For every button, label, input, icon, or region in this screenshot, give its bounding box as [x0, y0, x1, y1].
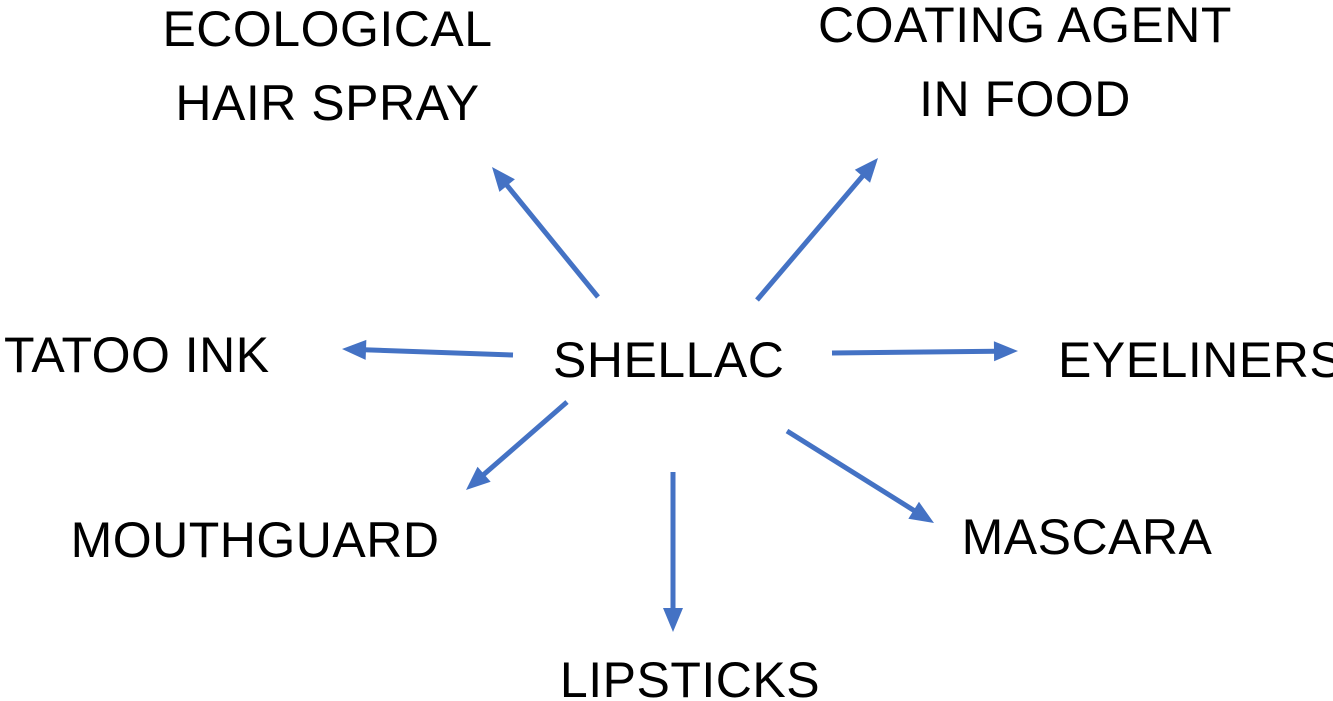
arrow-to-tatoo — [342, 339, 514, 360]
arrow-to-mascara — [785, 428, 934, 523]
node-tatoo-ink: TATOO INK — [0, 318, 294, 392]
center-label: SHELLAC — [553, 332, 785, 388]
node-line: MOUTHGUARD — [70, 512, 440, 568]
arrow-to-mouthguard-head — [466, 466, 491, 490]
node-line: COATING AGENT — [818, 0, 1232, 53]
arrow-to-mouthguard-shaft — [480, 400, 569, 478]
arrow-to-mascara-shaft — [785, 428, 917, 514]
node-line: IN FOOD — [919, 71, 1131, 127]
arrow-to-lipsticks — [663, 472, 683, 632]
arrow-to-coating-shaft — [755, 173, 866, 302]
arrow-to-hair-spray-shaft — [503, 182, 600, 299]
node-line: TATOO INK — [4, 327, 270, 383]
arrow-to-hair-spray-head — [492, 167, 515, 192]
arrow-to-eyeliners-head — [993, 341, 1018, 362]
arrow-to-hair-spray — [492, 167, 600, 299]
center-node-shellac: SHELLAC — [553, 323, 785, 397]
node-coating-agent-in-food: COATING AGENT IN FOOD — [800, 0, 1250, 136]
arrow-to-mouthguard — [466, 400, 569, 490]
arrow-to-eyeliners — [831, 341, 1018, 362]
arrow-to-coating — [755, 158, 878, 302]
node-eyeliners: EYELINERS — [1058, 323, 1333, 397]
node-line: ECOLOGICAL — [162, 1, 493, 57]
node-line: LIPSTICKS — [559, 652, 821, 701]
arrow-to-eyeliners-shaft — [831, 348, 997, 356]
node-line: MASCARA — [961, 509, 1213, 565]
node-line: HAIR SPRAY — [175, 75, 480, 131]
arrow-to-tatoo-shaft — [363, 347, 514, 358]
arrow-to-coating-head — [854, 158, 878, 183]
arrow-to-mascara-head — [908, 501, 934, 523]
arrow-to-tatoo-head — [342, 339, 367, 360]
node-ecological-hair-spray: ECOLOGICAL HAIR SPRAY — [150, 0, 505, 140]
node-line: EYELINERS — [1058, 332, 1333, 388]
node-lipsticks: LIPSTICKS — [555, 643, 825, 701]
node-mouthguard: MOUTHGUARD — [50, 503, 460, 577]
node-mascara: MASCARA — [952, 500, 1222, 574]
arrow-to-lipsticks-head — [663, 608, 683, 632]
